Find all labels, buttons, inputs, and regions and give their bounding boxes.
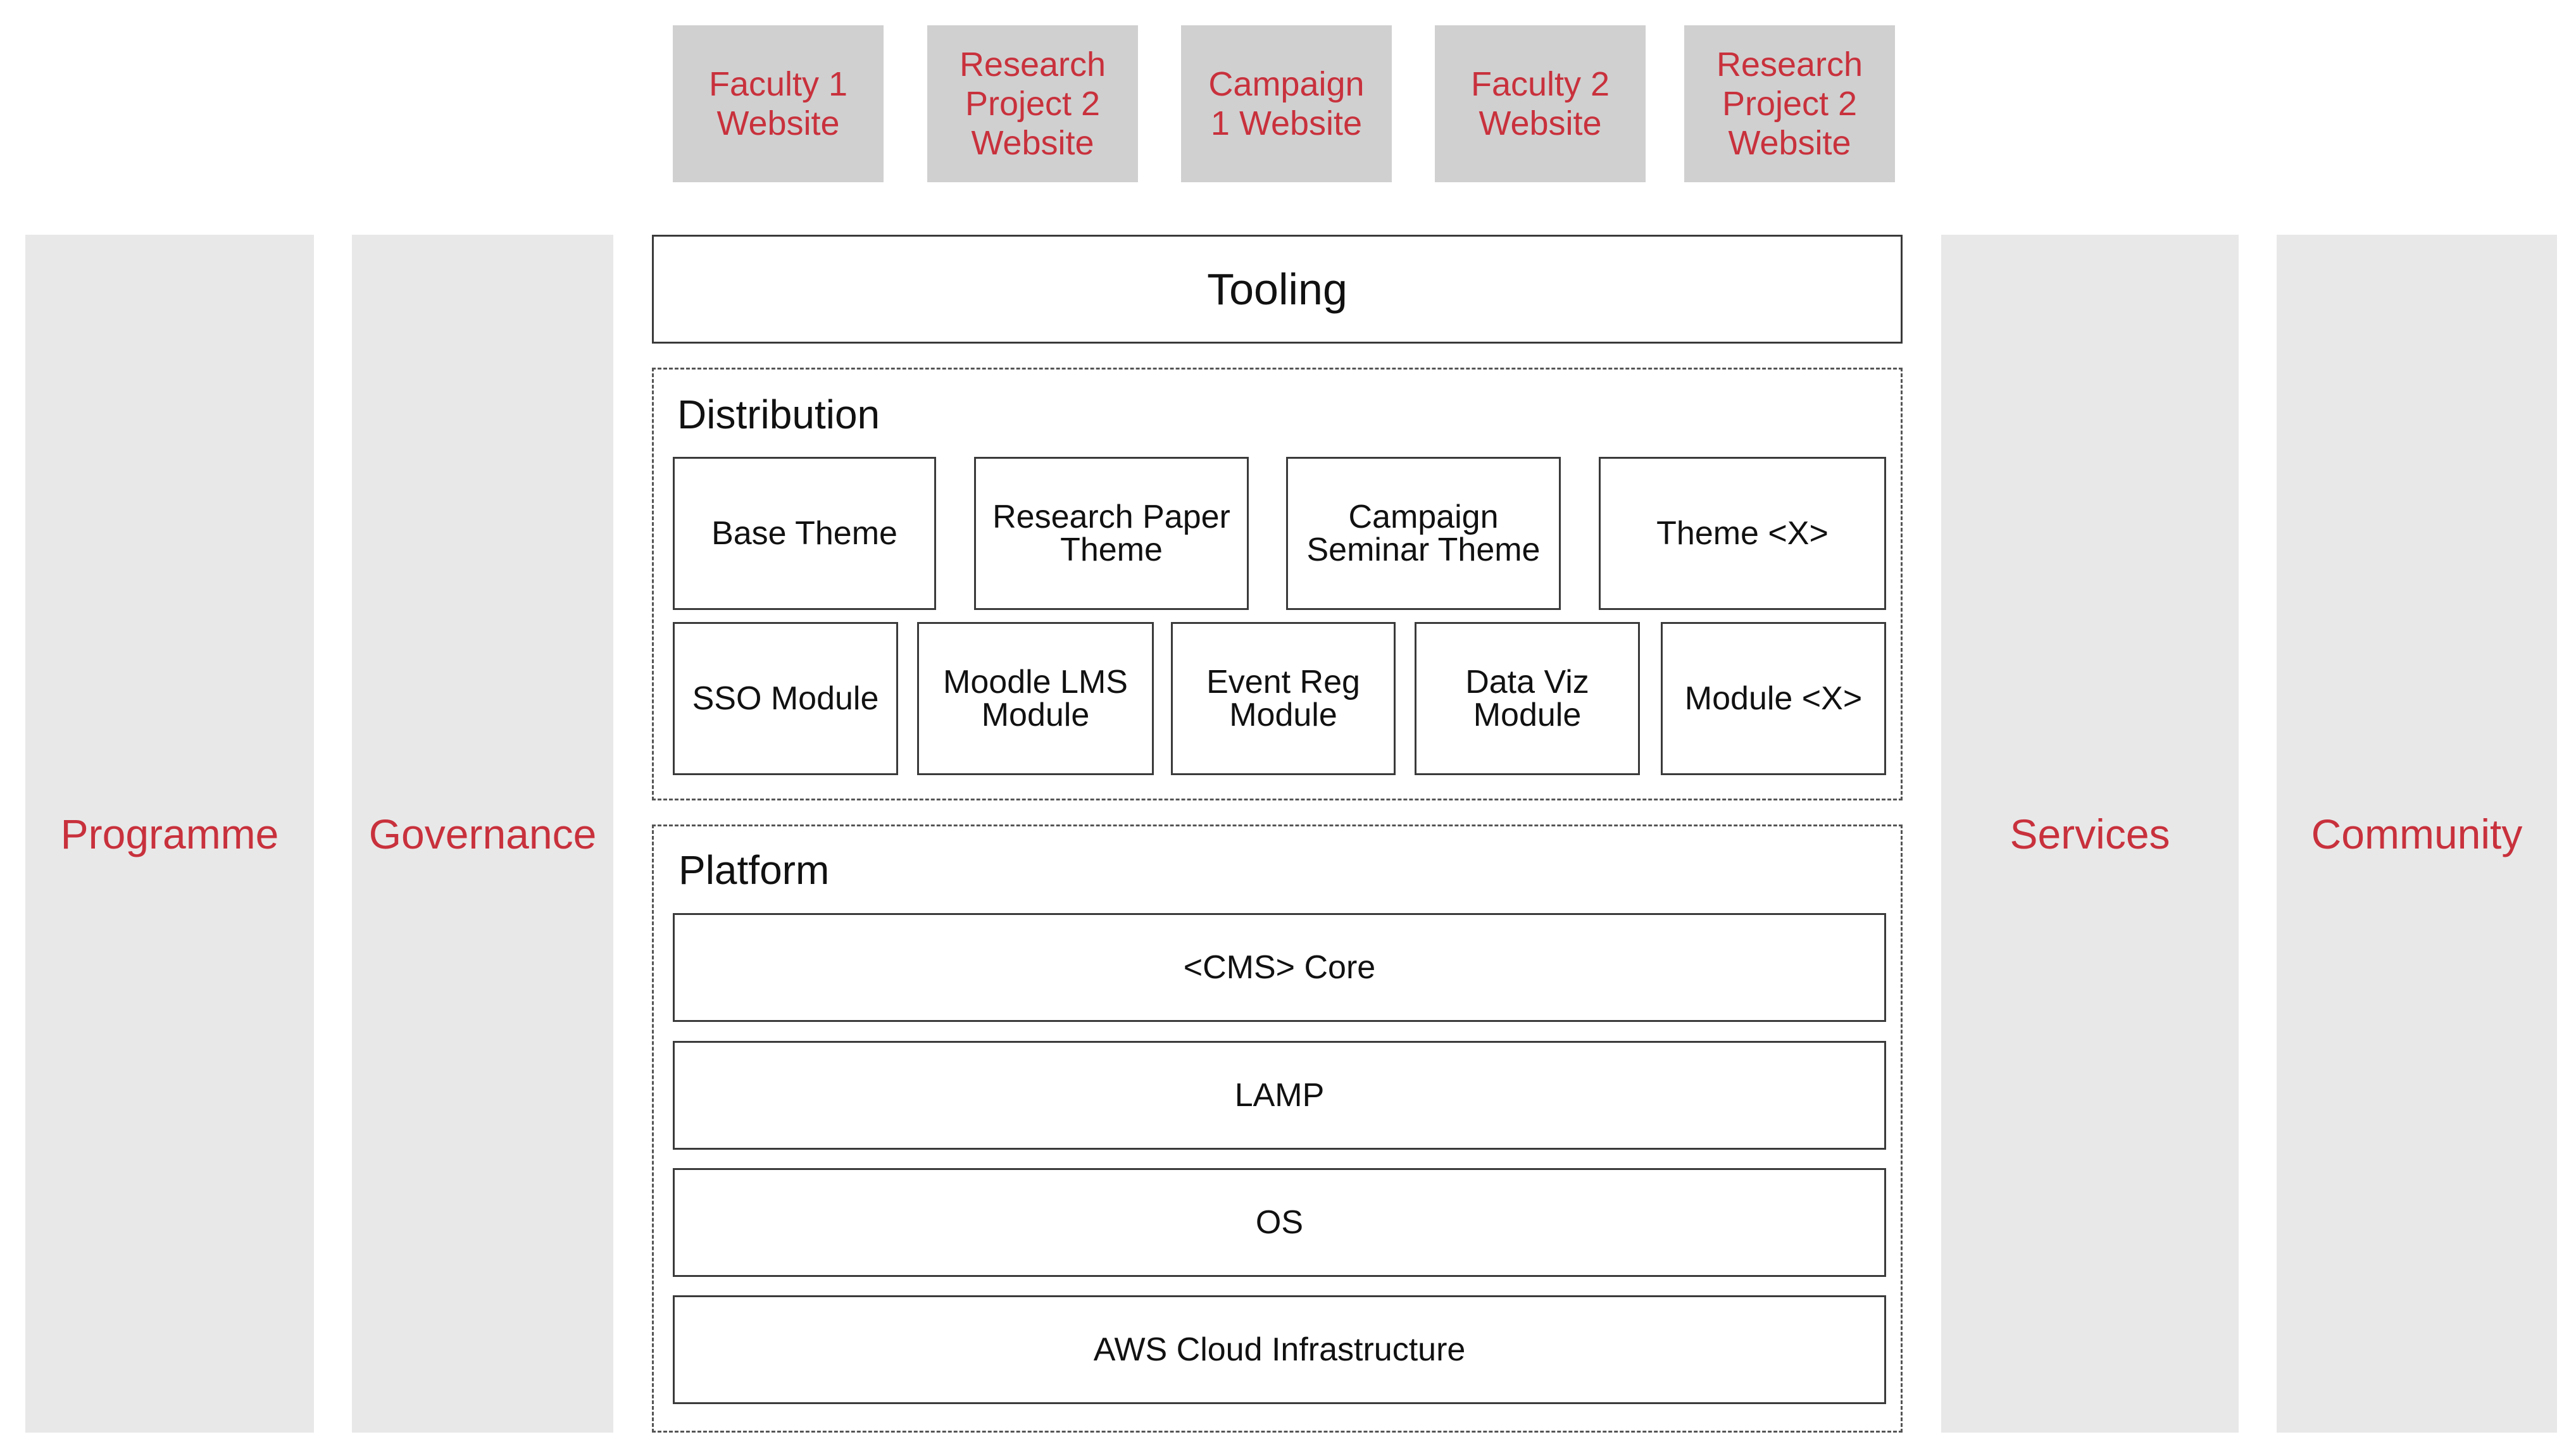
pillar-community: Community <box>2277 235 2557 1433</box>
theme-x: Theme <X> <box>1599 457 1886 610</box>
distribution-title: Distribution <box>677 392 880 437</box>
platform-title: Platform <box>678 847 830 893</box>
base-theme: Base Theme <box>673 457 936 610</box>
website-faculty-2: Faculty 2 Website <box>1435 25 1646 182</box>
tooling-box: Tooling <box>652 235 1903 344</box>
module-x: Module <X> <box>1661 622 1886 775</box>
website-campaign-1: Campaign 1 Website <box>1181 25 1392 182</box>
event-reg-module: Event Reg Module <box>1171 622 1396 775</box>
moodle-lms-module: Moodle LMS Module <box>917 622 1154 775</box>
os-layer: OS <box>673 1168 1886 1277</box>
sso-module: SSO Module <box>673 622 898 775</box>
cms-core-layer: <CMS> Core <box>673 913 1886 1022</box>
distribution-section <box>652 368 1903 800</box>
website-research-project-2: Research Project 2 Website <box>927 25 1138 182</box>
data-viz-module: Data Viz Module <box>1415 622 1640 775</box>
pillar-governance: Governance <box>352 235 613 1433</box>
research-paper-theme: Research Paper Theme <box>974 457 1249 610</box>
platform-section <box>652 824 1903 1433</box>
pillar-programme: Programme <box>25 235 314 1433</box>
lamp-layer: LAMP <box>673 1041 1886 1150</box>
campaign-seminar-theme: Campaign Seminar Theme <box>1286 457 1561 610</box>
website-faculty-1: Faculty 1 Website <box>673 25 884 182</box>
aws-cloud-layer: AWS Cloud Infrastructure <box>673 1295 1886 1404</box>
pillar-services: Services <box>1941 235 2239 1433</box>
website-research-project-2b: Research Project 2 Website <box>1684 25 1895 182</box>
